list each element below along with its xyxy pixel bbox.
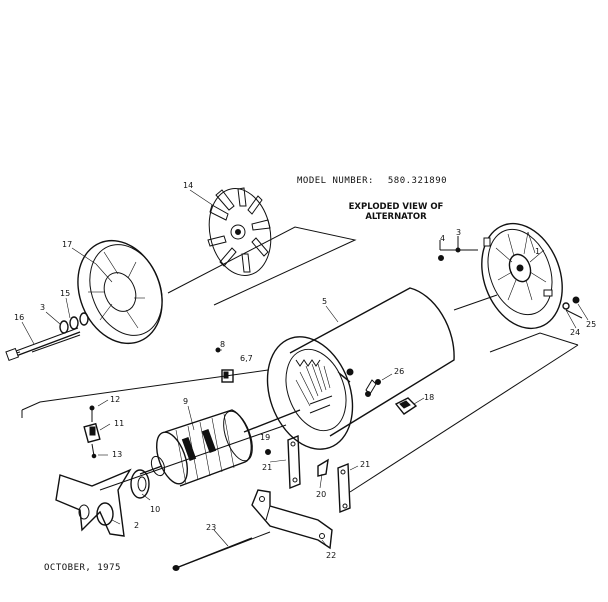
bracket-21-left bbox=[287, 434, 301, 490]
diagram-title-line-2: ALTERNATOR bbox=[365, 212, 427, 222]
bearing bbox=[130, 469, 150, 499]
part-label-17: 17 bbox=[62, 240, 72, 249]
part-label-14: 14 bbox=[183, 181, 193, 190]
part-label-21-right: 21 bbox=[360, 460, 370, 469]
part-label-11: 11 bbox=[114, 419, 124, 428]
part-label-4: 4 bbox=[440, 234, 445, 243]
rectifier bbox=[394, 397, 418, 415]
part-label-15: 15 bbox=[60, 289, 70, 298]
leader-lines bbox=[21, 189, 589, 547]
part-label-26: 26 bbox=[394, 367, 404, 376]
part-label-13: 13 bbox=[112, 450, 122, 459]
screw-26 bbox=[339, 373, 381, 385]
part-label-16: 16 bbox=[14, 313, 24, 322]
part-label-5: 5 bbox=[322, 297, 327, 306]
mounting-cradle bbox=[55, 468, 132, 537]
frame-lines bbox=[7, 226, 583, 569]
part-label-6-7: 6,7 bbox=[240, 354, 253, 363]
bracket-21-right bbox=[337, 462, 351, 514]
long-stud bbox=[172, 537, 253, 571]
part-label-1: 1 bbox=[535, 247, 540, 256]
cooling-fan bbox=[207, 187, 272, 276]
end-bell bbox=[481, 222, 563, 330]
part-label-18: 18 bbox=[424, 393, 434, 402]
part-label-25: 25 bbox=[586, 320, 596, 329]
drawing-date: OCTOBER, 1975 bbox=[44, 563, 121, 573]
terminal-block bbox=[215, 347, 234, 383]
part-label-12: 12 bbox=[110, 395, 120, 404]
diagram-title: EXPLODED VIEW OF ALTERNATOR bbox=[340, 202, 452, 222]
model-number-label: MODEL NUMBER: 580.321890 bbox=[297, 176, 447, 186]
model-number-value: 580.321890 bbox=[387, 176, 448, 186]
part-20-clip bbox=[317, 458, 329, 477]
part-label-9: 9 bbox=[183, 397, 188, 406]
part-labels: 14 17 15 3 16 5 8 6,7 26 18 12 9 11 19 1… bbox=[14, 181, 596, 560]
part-label-19: 19 bbox=[260, 433, 270, 442]
part-label-10: 10 bbox=[150, 505, 160, 514]
end-cover-disc bbox=[77, 239, 163, 345]
part-label-23: 23 bbox=[206, 523, 216, 532]
stator-housing bbox=[266, 287, 455, 450]
fasteners-right bbox=[438, 247, 580, 310]
part-label-24: 24 bbox=[570, 328, 580, 337]
model-label-text: MODEL NUMBER: bbox=[297, 176, 374, 186]
part-label-3-left: 3 bbox=[40, 303, 45, 312]
part-label-22: 22 bbox=[326, 551, 336, 560]
part-label-2: 2 bbox=[134, 521, 139, 530]
brush-holder bbox=[83, 405, 101, 459]
rotor-assembly bbox=[139, 409, 301, 487]
through-bolt bbox=[5, 312, 89, 362]
base-plate bbox=[251, 489, 333, 550]
part-label-3-right: 3 bbox=[456, 228, 461, 237]
part-19-nut bbox=[265, 449, 271, 455]
part-label-8: 8 bbox=[220, 340, 225, 349]
part-label-21-left: 21 bbox=[262, 463, 272, 472]
part-label-20: 20 bbox=[316, 490, 326, 499]
diagram-title-line-1: EXPLODED VIEW OF bbox=[348, 202, 444, 212]
